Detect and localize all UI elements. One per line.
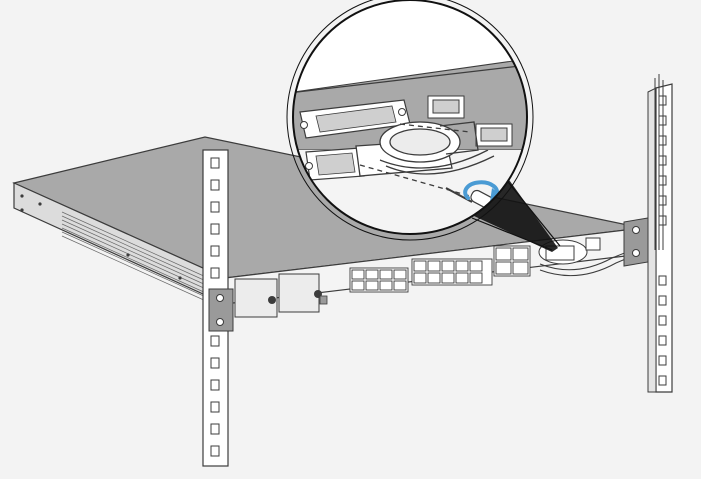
db-console-port xyxy=(305,147,365,181)
zoomed-rj45-ports xyxy=(427,95,513,147)
console-cable-plug xyxy=(355,121,495,197)
front-rack-rail xyxy=(202,149,234,467)
slot-thumbscrew-left xyxy=(268,296,276,304)
sfp-port-group-1 xyxy=(349,267,409,293)
front-rail-holes xyxy=(210,157,220,457)
side-vent xyxy=(61,211,207,302)
rear-rack-rail xyxy=(647,74,673,393)
expansion-slots xyxy=(234,273,328,318)
left-mounting-bracket xyxy=(208,288,234,332)
sfp-port-group-2 xyxy=(411,258,493,286)
right-mounting-bracket xyxy=(623,217,649,267)
side-screws xyxy=(20,194,182,280)
switch-chassis xyxy=(12,136,643,318)
cable-bundle xyxy=(654,74,664,250)
rj45-port-group xyxy=(493,245,531,277)
